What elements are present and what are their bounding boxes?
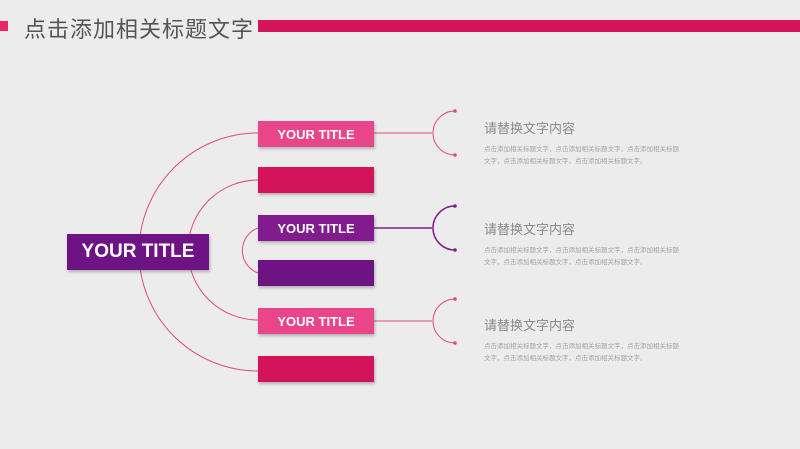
detail-block-3: 请替换文字内容 点击添加相关标题文字，点击添加相关标题文字，点击添加相关标题文字… [484, 315, 684, 364]
connector-dot-1a [453, 109, 457, 113]
connector-dot-3b [453, 341, 457, 345]
page-title: 点击添加相关标题文字 [24, 18, 255, 43]
node-label-5: YOUR TITLE [277, 313, 355, 329]
detail-body-3: 点击添加相关标题文字，点击添加相关标题文字，点击添加相关标题文字，点击添加相关标… [484, 342, 679, 362]
main-title-box[interactable]: YOUR TITLE [67, 234, 209, 270]
detail-body-1: 点击添加相关标题文字，点击添加相关标题文字，点击添加相关标题文字，点击添加相关标… [484, 145, 679, 165]
node-label-3: YOUR TITLE [277, 220, 355, 236]
detail-block-2: 请替换文字内容 点击添加相关标题文字，点击添加相关标题文字，点击添加相关标题文字… [484, 219, 684, 268]
header-accent-bar [258, 20, 800, 32]
connector-dot-1b [453, 153, 457, 157]
detail-block-1: 请替换文字内容 点击添加相关标题文字，点击添加相关标题文字，点击添加相关标题文字… [484, 118, 684, 167]
node-box-5[interactable]: YOUR TITLE [258, 308, 374, 334]
detail-title-2: 请替换文字内容 [484, 223, 576, 238]
detail-title-1: 请替换文字内容 [484, 122, 576, 137]
node-box-1[interactable]: YOUR TITLE [258, 121, 374, 147]
node-box-3[interactable]: YOUR TITLE [258, 215, 374, 241]
header-accent-square [0, 21, 8, 31]
connector-bracket-1 [432, 110, 456, 156]
node-box-4[interactable] [258, 260, 374, 286]
connector-bracket-3 [432, 298, 456, 344]
arc-inner [241, 227, 259, 274]
node-label-1: YOUR TITLE [277, 126, 355, 142]
detail-title-3: 请替换文字内容 [484, 319, 576, 334]
connector-bracket-2 [432, 205, 456, 251]
connector-dot-2a [453, 204, 457, 208]
main-title-label: YOUR TITLE [81, 241, 195, 262]
node-box-6[interactable] [258, 356, 374, 382]
detail-body-2: 点击添加相关标题文字，点击添加相关标题文字，点击添加相关标题文字，点击添加相关标… [484, 246, 679, 266]
node-box-2[interactable] [258, 167, 374, 193]
connector-dot-3a [453, 297, 457, 301]
connector-dot-2b [453, 248, 457, 252]
